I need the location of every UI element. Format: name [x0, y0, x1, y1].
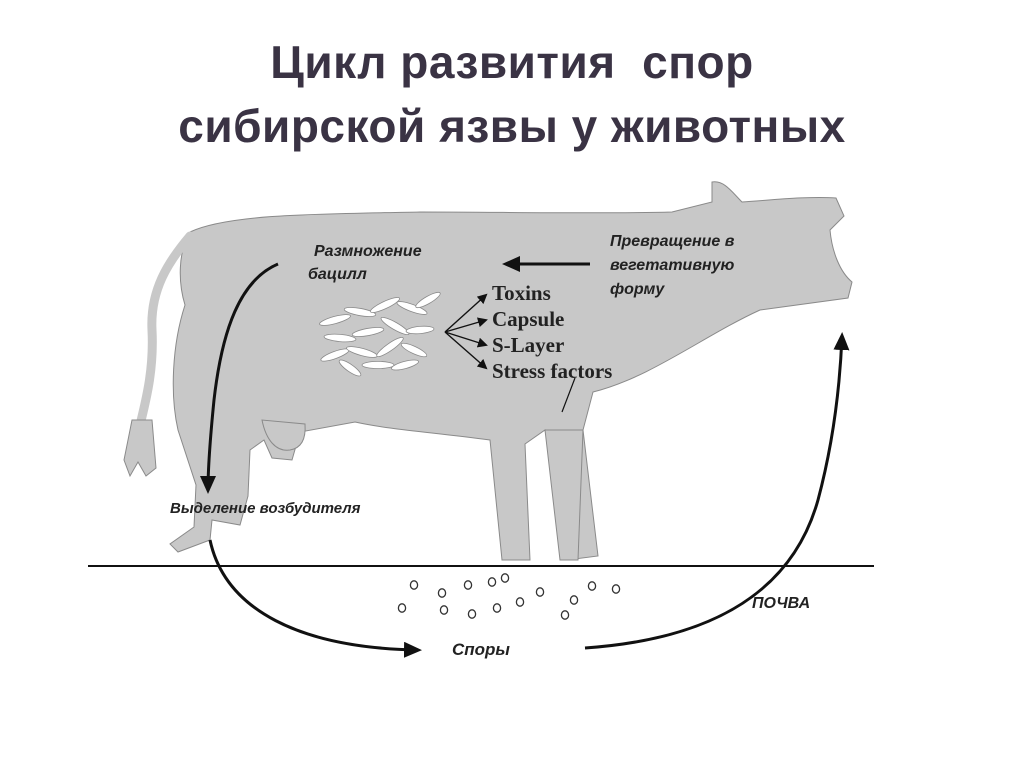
- bacillus: [343, 307, 377, 317]
- label-spores: Споры: [452, 640, 510, 659]
- title-line-2: сибирской язвы у животных: [178, 100, 846, 152]
- bacillus: [370, 297, 400, 313]
- stress-pointer-line: [561, 377, 576, 413]
- bacillus: [351, 327, 385, 337]
- bacilli-cluster: [319, 291, 441, 377]
- label-transformation-3: форму: [610, 281, 665, 298]
- spore: [467, 609, 477, 619]
- arrow-to-stress-factors: [444, 331, 488, 370]
- cow-tail-tip: [123, 419, 157, 478]
- spore: [569, 595, 579, 605]
- factor-capsule: Capsule: [492, 307, 564, 331]
- factor-toxins: Toxins: [492, 281, 551, 305]
- bacillus: [338, 359, 362, 377]
- arrow-to-toxins: [444, 293, 488, 333]
- cow-body: [169, 181, 853, 561]
- cow-udder: [261, 419, 306, 451]
- spore: [439, 605, 449, 615]
- label-transformation-1: Превращение в: [610, 233, 735, 250]
- bacillus: [323, 333, 357, 343]
- label-multiplication-1: Размножение: [314, 243, 422, 260]
- title-line-1: Цикл развития спор: [270, 36, 754, 88]
- cow-tail: [135, 231, 195, 430]
- spore: [492, 603, 502, 613]
- arrow-excretion-to-spores: [208, 539, 422, 658]
- spore: [409, 580, 419, 590]
- arrow-to-s-layer: [444, 331, 488, 348]
- spore: [487, 577, 497, 587]
- bacillus: [380, 317, 410, 335]
- bacillus: [391, 359, 419, 371]
- spore: [611, 584, 621, 594]
- spore: [437, 588, 447, 598]
- bacillus: [376, 336, 404, 358]
- factor-s-layer: S-Layer: [492, 333, 564, 357]
- bacillus: [319, 314, 351, 326]
- bacillus: [405, 325, 435, 335]
- factor-stress: Stress factors: [492, 359, 612, 383]
- bacillus: [396, 301, 428, 315]
- cow-silhouette: [123, 181, 853, 561]
- label-excretion: Выделение возбудителя: [170, 500, 361, 517]
- spore: [515, 597, 525, 607]
- spore: [535, 587, 545, 597]
- spore: [397, 603, 407, 613]
- label-multiplication-2: бацилл: [308, 266, 367, 283]
- arrow-to-capsule: [444, 317, 488, 333]
- spores-in-soil: [397, 573, 621, 620]
- slide-title: Цикл развития спор сибирской язвы у живо…: [0, 30, 1024, 158]
- arrow-multiplication-to-excretion: [200, 262, 279, 494]
- bacillus: [400, 342, 428, 358]
- bacillus: [415, 291, 441, 309]
- label-transformation-2: вегетативную: [610, 257, 735, 274]
- spore: [500, 573, 510, 583]
- arrow-spores-to-transformation: [584, 332, 850, 650]
- cow-front-leg: [544, 429, 584, 561]
- label-soil: ПОЧВА: [752, 595, 810, 612]
- spore: [463, 580, 473, 590]
- bacillus: [361, 360, 395, 369]
- spore: [587, 581, 597, 591]
- spore: [560, 610, 570, 620]
- factor-arrows: [444, 293, 488, 370]
